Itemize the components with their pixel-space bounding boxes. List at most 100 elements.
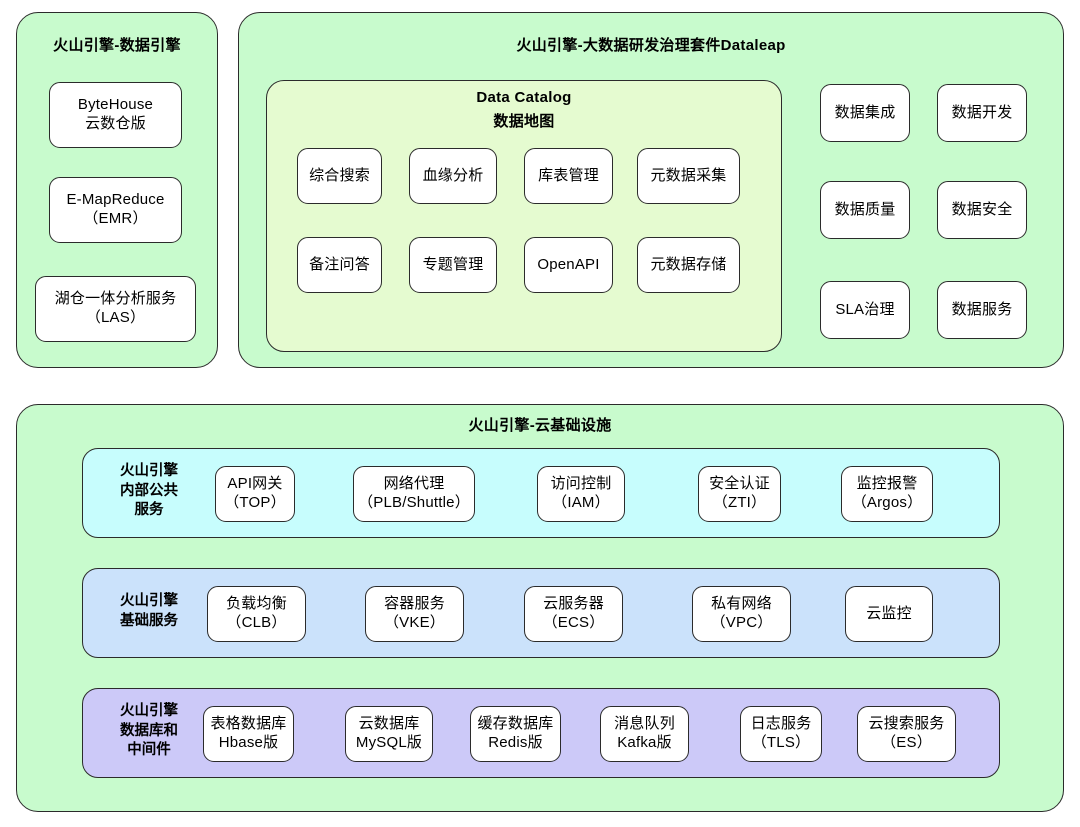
node-line1: 专题管理 [422, 255, 484, 273]
node-data-service[interactable]: 数据服务 [937, 281, 1027, 339]
node-line2: （ES） [881, 734, 932, 751]
node-data-security[interactable]: 数据安全 [937, 181, 1027, 239]
node-line1: 缓存数据库 [477, 715, 554, 733]
band-basic-services-label: 火山引擎 基础服务 [90, 592, 208, 631]
node-line1: 元数据采集 [650, 166, 727, 184]
node-line1: API网关 [227, 475, 283, 493]
node-comprehensive-search[interactable]: 综合搜索 [297, 148, 382, 204]
node-line2: （ZTI） [712, 494, 767, 511]
node-es[interactable]: 云搜索服务 （ES） [857, 706, 956, 762]
node-annotation-qa[interactable]: 备注问答 [297, 237, 382, 293]
node-line1: 数据集成 [834, 103, 896, 121]
band-internal-common-services-label: 火山引擎 内部公共 服务 [90, 462, 208, 521]
node-line1: 表格数据库 [210, 715, 287, 733]
band-label-line: 火山引擎 [120, 593, 178, 609]
node-line2: （EMR） [83, 210, 148, 227]
node-line2: （TLS） [751, 734, 811, 751]
node-line2: （CLB） [226, 614, 287, 631]
node-line2: Redis版 [488, 734, 543, 751]
node-lineage-analysis[interactable]: 血缘分析 [409, 148, 497, 204]
node-line1: ByteHouse [77, 96, 154, 114]
node-line2: Kafka版 [617, 734, 672, 751]
node-kafka[interactable]: 消息队列 Kafka版 [600, 706, 689, 762]
node-line1: 数据安全 [951, 200, 1013, 218]
node-line1: 负载均衡 [226, 595, 287, 613]
node-line1: 备注问答 [309, 255, 370, 273]
node-data-quality[interactable]: 数据质量 [820, 181, 910, 239]
band-label-line: 数据库和 [120, 722, 178, 739]
node-line2: 云数仓版 [85, 115, 146, 132]
node-line1: 监控报警 [856, 475, 918, 493]
node-line1: OpenAPI [537, 255, 600, 273]
node-line1: 库表管理 [538, 166, 599, 184]
node-openapi[interactable]: OpenAPI [524, 237, 613, 293]
node-line2: （Argos） [851, 494, 923, 511]
band-label-line: 火山引擎 [120, 703, 178, 719]
panel-data-engine-title: 火山引擎-数据引擎 [53, 37, 181, 54]
node-line1: 数据开发 [951, 103, 1013, 121]
node-line2: （LAS） [85, 309, 146, 326]
node-line1: 消息队列 [614, 715, 675, 733]
data-catalog-title-cn: 数据地图 [493, 113, 555, 130]
node-line1: 云监控 [866, 604, 912, 622]
node-metadata-collection[interactable]: 元数据采集 [637, 148, 740, 204]
panel-cloud-infrastructure-title: 火山引擎-云基础设施 [468, 417, 612, 434]
node-line1: 综合搜索 [309, 166, 370, 184]
band-label-line: 内部公共 [120, 482, 178, 499]
node-data-development[interactable]: 数据开发 [937, 84, 1027, 142]
node-las[interactable]: 湖仓一体分析服务 （LAS） [35, 276, 196, 342]
node-api-gateway[interactable]: API网关 （TOP） [215, 466, 295, 522]
node-data-integration[interactable]: 数据集成 [820, 84, 910, 142]
node-sla-governance[interactable]: SLA治理 [820, 281, 910, 339]
node-bytehouse[interactable]: ByteHouse 云数仓版 [49, 82, 182, 148]
node-line1: 湖仓一体分析服务 [54, 290, 177, 308]
node-redis[interactable]: 缓存数据库 Redis版 [470, 706, 561, 762]
node-line2: MySQL版 [355, 734, 423, 751]
node-metadata-storage[interactable]: 元数据存储 [637, 237, 740, 293]
node-line1: 云数据库 [358, 715, 420, 733]
node-vpc[interactable]: 私有网络 （VPC） [692, 586, 791, 642]
node-container-service[interactable]: 容器服务 （VKE） [365, 586, 464, 642]
node-hbase[interactable]: 表格数据库 Hbase版 [203, 706, 294, 762]
node-topic-management[interactable]: 专题管理 [409, 237, 497, 293]
node-line2: （IAM） [552, 494, 610, 511]
node-line1: 云搜索服务 [868, 715, 945, 733]
panel-data-catalog [266, 80, 782, 352]
band-label-line: 基础服务 [120, 612, 178, 629]
node-line1: SLA治理 [835, 300, 895, 318]
node-network-proxy[interactable]: 网络代理 （PLB/Shuttle） [353, 466, 475, 522]
node-line1: 容器服务 [384, 595, 445, 613]
band-database-middleware-label: 火山引擎 数据库和 中间件 [90, 702, 208, 761]
node-line1: 日志服务 [750, 715, 812, 733]
node-tls[interactable]: 日志服务 （TLS） [740, 706, 822, 762]
node-line2: （VPC） [710, 614, 773, 631]
node-cloud-server[interactable]: 云服务器 （ECS） [524, 586, 623, 642]
node-line2: （TOP） [224, 494, 286, 511]
node-access-control[interactable]: 访问控制 （IAM） [537, 466, 625, 522]
node-line1: 网络代理 [383, 475, 445, 493]
band-label-line: 火山引擎 [120, 463, 178, 479]
node-line1: 私有网络 [711, 595, 772, 613]
node-line2: Hbase版 [218, 734, 279, 751]
node-line1: E-MapReduce [66, 191, 165, 209]
node-line1: 访问控制 [550, 475, 612, 493]
node-line1: 数据服务 [951, 300, 1013, 318]
node-emr[interactable]: E-MapReduce （EMR） [49, 177, 182, 243]
node-table-management[interactable]: 库表管理 [524, 148, 613, 204]
band-label-line: 中间件 [127, 742, 171, 759]
band-label-line: 服务 [134, 502, 164, 519]
node-line2: （VKE） [383, 614, 445, 631]
panel-dataleap-title: 火山引擎-大数据研发治理套件Dataleap [516, 37, 786, 54]
node-line1: 血缘分析 [422, 166, 484, 184]
node-line2: （ECS） [542, 614, 605, 631]
node-security-auth[interactable]: 安全认证 （ZTI） [698, 466, 781, 522]
node-line1: 云服务器 [543, 595, 604, 613]
node-load-balancer[interactable]: 负载均衡 （CLB） [207, 586, 306, 642]
node-cloud-monitor[interactable]: 云监控 [845, 586, 933, 642]
node-mysql[interactable]: 云数据库 MySQL版 [345, 706, 433, 762]
node-line2: （PLB/Shuttle） [358, 494, 470, 511]
node-line1: 数据质量 [834, 200, 896, 218]
node-monitoring-alarm[interactable]: 监控报警 （Argos） [841, 466, 933, 522]
node-line1: 安全认证 [709, 475, 770, 493]
